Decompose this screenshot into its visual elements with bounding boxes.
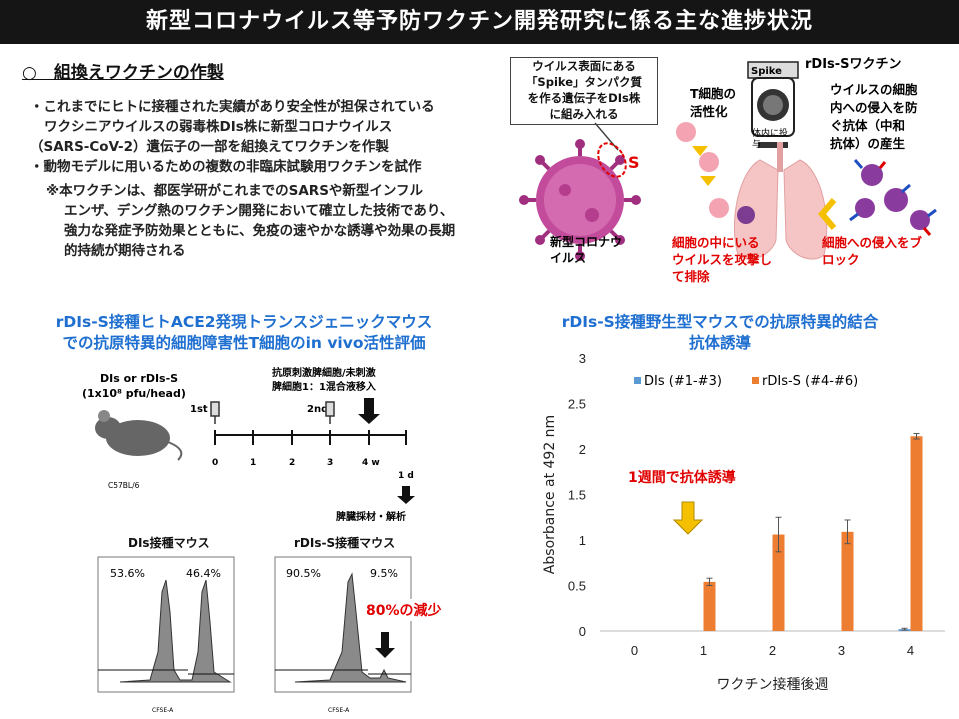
note-3: 強力な発症予防効果とともに、免疫の速やかな誘導や効果の長期 <box>64 223 456 239</box>
hist-rdis-title: rDIs-S接種マウス <box>294 536 396 550</box>
first-dose: 1st <box>190 404 208 415</box>
transfer-line-2: 脾細胞1：1混合液移入 <box>272 380 376 393</box>
svg-text:CFSE-A: CFSE-A <box>152 707 174 714</box>
y-tick-label: 2 <box>579 442 586 457</box>
protocol-diagram: DIs or rDIs-S (1x10⁸ pfu/head) C57BL/6 0… <box>82 366 415 523</box>
dis-left-pct: 53.6% <box>110 567 145 580</box>
bar-1-3 <box>841 531 854 631</box>
mechanism-diagram: S Spike rDIs-Sワクチン 体内に投 与 T細胞の 活性化 ウイルスの… <box>519 57 937 284</box>
note-4: 的持続が期待される <box>64 243 186 259</box>
y-tick-label: 1.5 <box>568 488 586 503</box>
inject-label-1: 体内に投 <box>752 127 788 139</box>
bar-1-4 <box>910 436 923 631</box>
x-axis-label: ワクチン接種後週 <box>717 676 829 693</box>
page-title: 新型コロナウイルス等予防ワクチン開発研究に係る主な進捗状況 <box>145 9 813 34</box>
reduction-label: 80%の減少 <box>366 602 442 619</box>
antibody-line-3: ぐ抗体（中和 <box>830 118 905 133</box>
legend-swatch-dis <box>634 377 641 384</box>
section-heading: ○ 組換えワクチンの作製 <box>22 63 224 83</box>
y-tick-label: 2.5 <box>568 397 586 412</box>
strain-label: C57BL/6 <box>108 481 140 490</box>
annotation-label: 1週間で抗体誘導 <box>628 469 736 486</box>
mouse-icon <box>95 410 183 461</box>
legend-swatch-rdis <box>752 377 759 384</box>
legend-dis: DIs (#1-#3) <box>644 374 722 389</box>
virus-label-2: イルス <box>550 251 586 265</box>
hist-dis-title: DIs接種マウス <box>128 536 210 550</box>
down-arrow-icon <box>358 398 380 424</box>
y-tick-label: 1 <box>579 533 586 548</box>
y-tick-label: 0.5 <box>568 579 586 594</box>
antibody-cluster-icon <box>849 159 937 236</box>
tcell-icon <box>676 122 729 218</box>
antibody-line-2: 内への侵入を防 <box>830 100 918 115</box>
x-tick-label: 0 <box>631 643 638 658</box>
vaccine-label: rDIs-Sワクチン <box>805 57 902 72</box>
svg-text:4 w: 4 w <box>362 458 380 468</box>
bar-1-2 <box>772 534 785 631</box>
attack-line-1: 細胞の中にいる <box>672 235 760 250</box>
bar-1-1 <box>703 581 716 631</box>
rdis-histogram-peaks <box>294 572 407 683</box>
note-2: エンザ、デング熱のワクチン開発において確立した技術であり、 <box>64 203 454 219</box>
y-tick-label: 0 <box>579 624 586 639</box>
down-arrow-icon <box>375 632 395 658</box>
antibody-bar-chart: 0 0.5 1 1.5 2 2.5 3 0 1 2 3 4 Absorbance at 492 nm… <box>542 351 945 693</box>
dose-label: DIs or rDIs-S <box>100 372 178 385</box>
bullet-2: ・動物モデルに用いるための複数の非臨床試験用ワクチンを試作 <box>30 159 422 175</box>
block-line-2: ロック <box>822 252 860 267</box>
x-tick-label: 2 <box>769 643 776 658</box>
y-axis-label: Absorbance at 492 nm <box>542 415 558 574</box>
legend: DIs (#1-#3) rDIs-S (#4-#6) <box>634 374 858 389</box>
histograms: 53.6% 46.4% CFSE-A 90.5% 9.5% 80%の減少 CFS… <box>97 556 458 714</box>
svg-text:1 d: 1 d <box>398 471 414 481</box>
tcell-label-1: T細胞の <box>690 86 736 101</box>
vaccine-vial-icon <box>747 61 799 148</box>
svg-text:1: 1 <box>250 458 256 468</box>
harvest-label: 脾臓採材・解析 <box>336 510 406 523</box>
svg-text:CFSE-A: CFSE-A <box>328 707 350 714</box>
y-tick-label: 3 <box>579 351 586 366</box>
lungs-icon <box>733 142 828 260</box>
s-label: S <box>628 153 640 172</box>
legend-rdis: rDIs-S (#4-#6) <box>762 374 858 389</box>
chart-title: rDIs-S接種野生型マウスでの抗原特異的結合 抗体誘導 <box>561 313 879 352</box>
coronavirus-icon <box>519 139 641 261</box>
syringe-icon <box>210 401 335 424</box>
virus-label-1: 新型コロナウ <box>550 234 622 249</box>
antibody-line-4: 抗体）の産生 <box>830 136 906 151</box>
dis-histogram-peaks <box>119 579 232 683</box>
note-1: ※本ワクチンは、都医学研がこれまでのSARSや新型インフル <box>46 183 424 199</box>
dis-right-pct: 46.4% <box>186 567 221 580</box>
transfer-line-1: 抗原刺激脾細胞/未刺激 <box>272 366 376 379</box>
x-tick-label: 3 <box>838 643 845 658</box>
bullet-1b: ワクシニアウイルスの弱毒株DIs株に新型コロナウイルス <box>44 119 393 135</box>
down-arrow-icon <box>397 486 415 504</box>
title-bar <box>0 0 959 44</box>
inject-label-2: 与 <box>752 139 761 150</box>
down-arrow-icon <box>672 501 704 535</box>
gene-callout: ウイルス表面にある 「Spike」タンパク質 を作る遺伝子をDIs株 に組み入れ… <box>510 57 658 125</box>
bullet-1c: （SARS-CoV-2）遺伝子の一部を組換えてワクチンを作製 <box>30 139 389 155</box>
dose-amount: (1x10⁸ pfu/head) <box>82 387 186 400</box>
block-line-1: 細胞への侵入をブ <box>822 235 923 250</box>
attack-line-2: ウイルスを攻撃し <box>672 252 772 267</box>
antibody-line-1: ウイルスの細胞 <box>830 82 918 97</box>
spike-label: Spike <box>751 66 782 77</box>
svg-text:3: 3 <box>327 458 333 468</box>
left-heading: rDIs-S接種ヒトACE2発現トランスジェニックマウス での抗原特異的細胞障害… <box>55 313 433 352</box>
tcell-label-2: 活性化 <box>690 104 728 119</box>
second-dose: 2nd <box>307 404 328 415</box>
rdis-right-pct: 9.5% <box>370 567 398 580</box>
bullet-1: ・これまでにヒトに接種された実績があり安全性が担保されている <box>30 99 435 115</box>
x-tick-label: 4 <box>907 643 914 658</box>
attack-line-3: て排除 <box>672 269 710 284</box>
x-tick-label: 1 <box>700 643 707 658</box>
rdis-left-pct: 90.5% <box>286 567 321 580</box>
svg-text:0: 0 <box>212 458 218 468</box>
svg-text:2: 2 <box>289 458 295 468</box>
